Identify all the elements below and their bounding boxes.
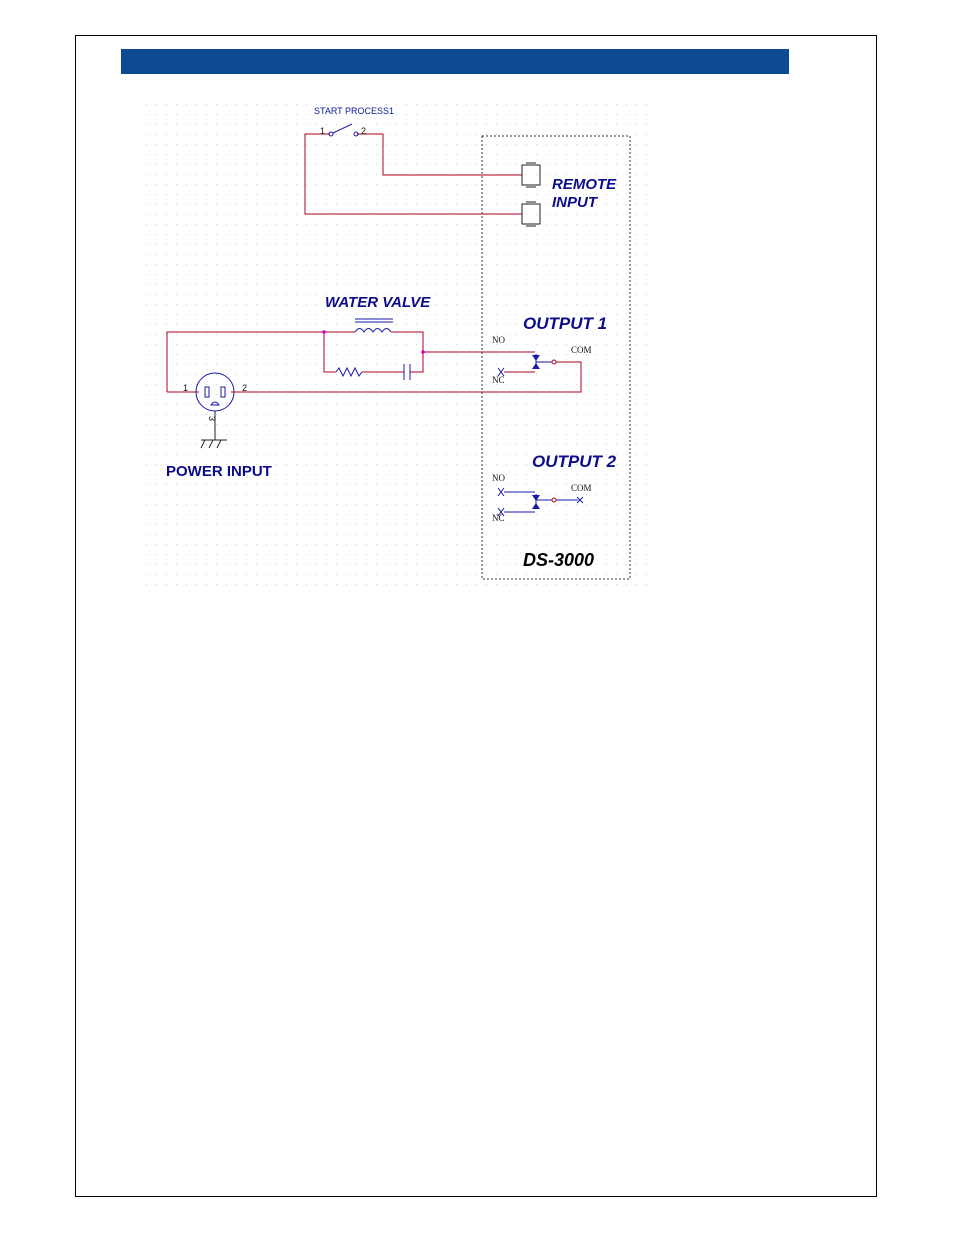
remote-input-label-line1: REMOTE [552, 176, 617, 193]
plug-pin1-label: 1 [183, 383, 188, 393]
switch-pin2-label: 2 [361, 126, 366, 136]
output1-nc-label: NC [492, 375, 505, 385]
output2-label: OUTPUT 2 [532, 452, 617, 471]
output2-com-label: COM [571, 483, 592, 493]
output1-no-label: NO [492, 335, 505, 345]
remote-input-label-line2: INPUT [552, 194, 599, 211]
switch-pin1-label: 1 [320, 126, 325, 136]
water-valve-label: WATER VALVE [325, 294, 431, 311]
plug-pin3-label: 3 [207, 416, 217, 421]
plug-pin2-label: 2 [242, 383, 247, 393]
model-label: DS-3000 [523, 550, 594, 570]
switch-label: START PROCESS1 [314, 106, 394, 116]
output2-no-label: NO [492, 473, 505, 483]
output1-com-label: COM [571, 345, 592, 355]
power-input-label: POWER INPUT [166, 463, 272, 480]
output1-label: OUTPUT 1 [523, 314, 607, 333]
